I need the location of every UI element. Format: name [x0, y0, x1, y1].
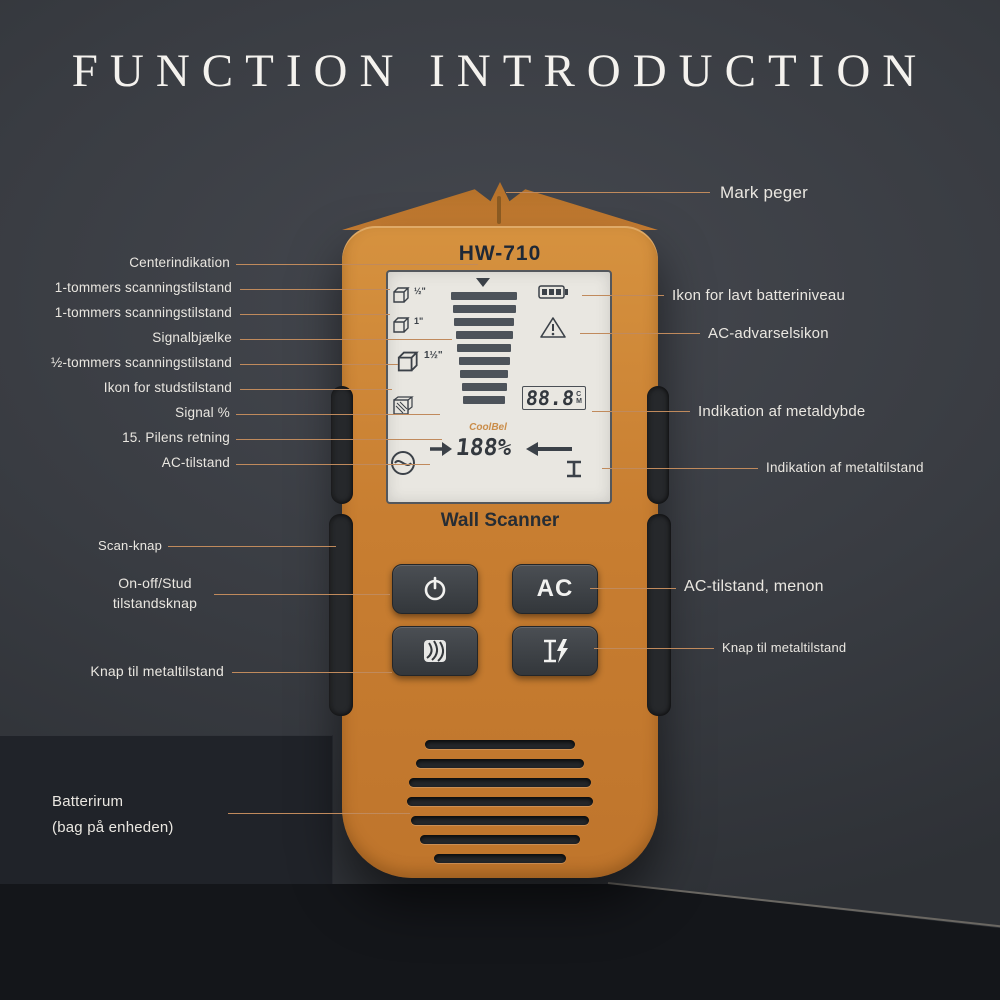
metal-bolt-icon [544, 639, 568, 663]
label-1inch-scan-b: 1-tommers scanningstilstand [54, 305, 232, 320]
depth-value: 88.8 [524, 386, 576, 410]
right-lower-grip [647, 514, 671, 716]
brand-watermark: CoolBel [469, 422, 507, 433]
label-scan-button: Scan-knap [98, 538, 162, 553]
unit-m: M [576, 398, 583, 405]
scan-mode-half-inch: ½" [392, 286, 426, 304]
label-metal-indication: Indikation af metaltilstand [766, 460, 924, 475]
power-icon [424, 576, 446, 601]
scan-button [392, 626, 478, 676]
scan-mode-one-label: 1" [414, 316, 424, 326]
left-upper-grip [331, 386, 353, 504]
label-halfinch-scan: ½-tommers scanningstilstand [51, 355, 232, 370]
ac-mode-button: AC [512, 564, 598, 614]
callout-line-onoff-button [214, 594, 390, 595]
low-battery-icon [538, 284, 569, 305]
background-platform [0, 884, 1000, 1000]
arrow-left-icon [524, 440, 574, 463]
callout-line-low-battery [582, 295, 664, 296]
stud-mode-icon [392, 396, 414, 421]
label-ac-warning: AC-advarselsikon [708, 325, 829, 342]
arrow-right-icon [428, 440, 454, 463]
label-battery-line1: Batterirum [52, 793, 124, 810]
callout-line-ac-warning [580, 333, 700, 334]
callout-line-metal-indication [602, 468, 758, 469]
cube-icon [393, 317, 410, 333]
label-ac-menu: AC-tilstand, menon [684, 578, 824, 595]
callout-line-1inch-a [240, 289, 390, 290]
device-type-label: Wall Scanner [440, 510, 560, 531]
label-metal-depth: Indikation af metaldybde [698, 403, 866, 420]
callout-line-halfinch [240, 364, 398, 365]
label-battery-line2: (bag på enheden) [52, 819, 174, 836]
label-battery-compartment: Batterirum (bag på enheden) [52, 789, 174, 841]
ac-button-label: AC [536, 575, 574, 602]
signal-bars [446, 292, 522, 409]
callout-line-mark-pointer [506, 192, 710, 193]
label-signal-percent: Signal % [175, 405, 230, 420]
scan-mode-half-label: ½" [414, 286, 426, 296]
unit-c: C [576, 391, 582, 398]
callout-line-metal-depth [592, 411, 690, 412]
callout-line-1inch-b [240, 314, 390, 315]
label-stud-mode-icon: Ikon for studstilstand [103, 380, 232, 395]
label-low-battery: Ikon for lavt batteriniveau [672, 287, 845, 304]
label-onoff-stud-button: On-off/Stud tilstandsknap [92, 573, 218, 613]
callout-line-center-indication [236, 264, 478, 265]
ac-mode-icon [390, 450, 416, 481]
mark-pointer-groove [497, 196, 501, 224]
label-mark-pointer: Mark peger [720, 183, 808, 202]
signal-percent-value: 188% [454, 435, 513, 461]
page-title: FUNCTION INTRODUCTION [71, 45, 929, 97]
callout-line-scan-button [168, 546, 336, 547]
callout-line-signal-percent [236, 414, 440, 415]
callout-line-metal-button-left [232, 672, 392, 673]
label-signal-bar: Signalbjælke [152, 330, 232, 345]
label-1inch-scan-a: 1-tommers scanningstilstand [54, 280, 232, 295]
ac-warning-icon [540, 316, 566, 344]
scan-mode-one-half-label: 1½" [424, 350, 443, 361]
device-model: HW-710 [458, 242, 542, 265]
cube-icon [393, 287, 410, 303]
cube-icon [397, 351, 419, 372]
grip-rib [409, 778, 591, 787]
power-stud-button [392, 564, 478, 614]
callout-line-stud-icon [240, 389, 392, 390]
center-indicator-icon [476, 278, 490, 287]
grip-rib [434, 854, 566, 863]
metal-mode-button [512, 626, 598, 676]
grip-rib [420, 835, 580, 844]
grip-rib [407, 797, 593, 806]
right-upper-grip [647, 386, 669, 504]
callout-line-signal-bar [240, 339, 452, 340]
scan-wave-icon [424, 640, 446, 662]
grip-rib [425, 740, 575, 749]
metal-ibeam-icon [564, 460, 584, 483]
scan-mode-one-inch: 1" [392, 316, 423, 334]
metal-depth-readout: 88.8 C M [522, 386, 587, 410]
label-ac-mode: AC-tilstand [161, 455, 230, 470]
left-lower-grip [329, 514, 353, 716]
label-arrow-direction: 15. Pilens retning [122, 430, 230, 445]
device-screen: ½" 1" 1½" 88.8 C M [386, 270, 612, 504]
label-onoff-line1: On-off/Stud [118, 575, 192, 591]
label-center-indication: Centerindikation [129, 255, 230, 270]
grip-rib [411, 816, 589, 825]
callout-line-ac-mode [236, 464, 430, 465]
label-metal-button-right: Knap til metaltilstand [722, 640, 847, 655]
scan-mode-one-half-inch: 1½" [396, 350, 443, 373]
depth-units: C M [576, 391, 582, 405]
callout-line-arrow-direction [236, 439, 442, 440]
callout-line-metal-button-right [594, 648, 714, 649]
grip-rib [416, 759, 584, 768]
label-onoff-line2: tilstandsknap [112, 595, 198, 611]
callout-line-battery-compartment [228, 813, 410, 814]
label-metal-button-left: Knap til metaltilstand [90, 663, 224, 679]
callout-line-ac-menu [590, 588, 676, 589]
